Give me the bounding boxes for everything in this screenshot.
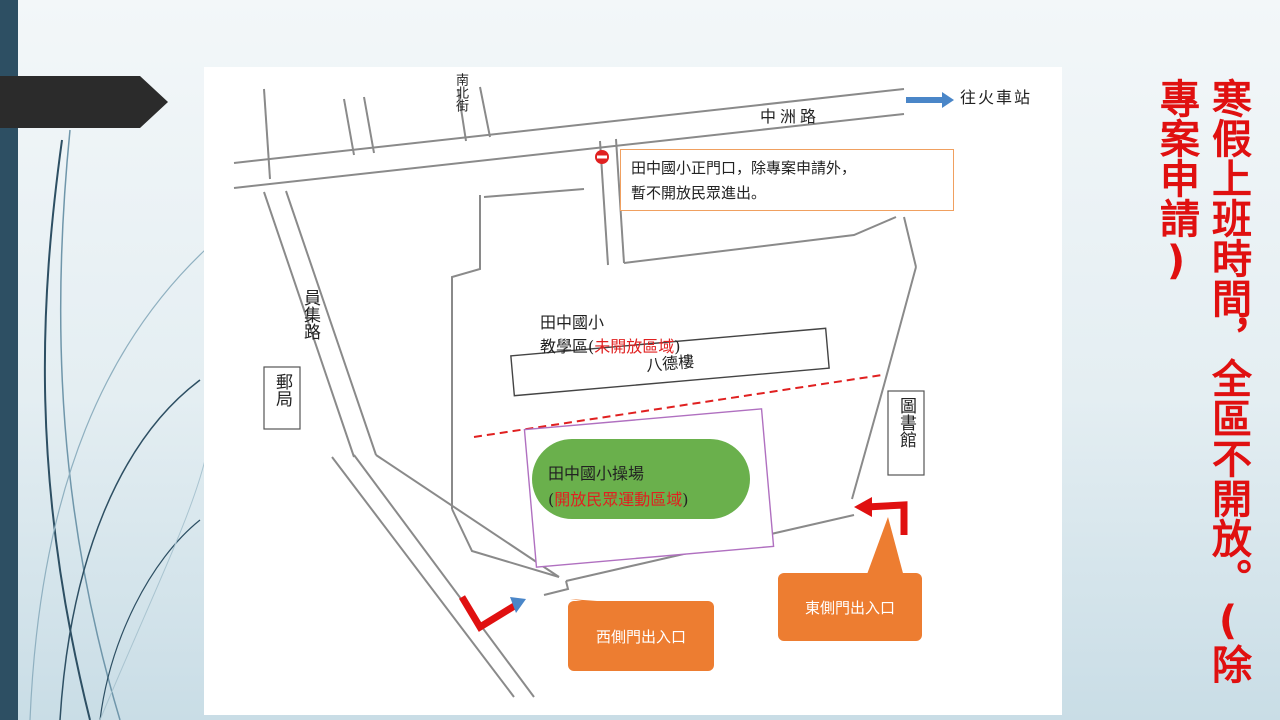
road-label-nanbei: 南北街 bbox=[453, 73, 468, 112]
playground-label: 田中國小操場 (開放民眾運動區域) bbox=[548, 461, 689, 513]
school-area-prefix: 教學區( bbox=[540, 337, 595, 356]
playground-status-suffix: ) bbox=[682, 490, 689, 509]
notice-line-2: 暫不開放民眾進出。 bbox=[631, 184, 767, 202]
road-label-yuanji: 員集路 bbox=[300, 289, 320, 340]
playground-oval bbox=[532, 439, 750, 519]
playground-open-text: 開放民眾運動區域 bbox=[554, 490, 683, 509]
playground-status: (開放民眾運動區域) bbox=[548, 487, 689, 513]
school-area-status: 教學區(未開放區域) bbox=[540, 335, 681, 359]
east-gate-callout: 東側門出入口 bbox=[804, 598, 895, 617]
notice-line-1: 田中國小正門口，除專案申請外， bbox=[631, 159, 857, 177]
to-station-label: 往火車站 bbox=[960, 88, 1033, 107]
sidebar-accent-bar bbox=[0, 0, 18, 720]
road-label-zhongzhou: 中洲路 bbox=[760, 107, 821, 126]
closure-notice-title: 寒假上班時間，全區不開放。(除專案申請) bbox=[1153, 78, 1251, 684]
slide-tab-marker bbox=[0, 76, 168, 128]
west-gate-callout: 西側門出入口 bbox=[595, 627, 686, 646]
library-label: 圖書館 bbox=[896, 397, 916, 448]
playground-name: 田中國小操場 bbox=[548, 464, 645, 483]
post-office-label: 郵局 bbox=[272, 373, 292, 407]
main-gate-notice: 田中國小正門口，除專案申請外， 暫不開放民眾進出。 bbox=[620, 149, 954, 211]
school-area-closed-text: 未開放區域 bbox=[594, 337, 675, 356]
school-area-suffix: ) bbox=[674, 337, 681, 356]
school-teaching-area-label: 田中國小 教學區(未開放區域) bbox=[540, 311, 681, 359]
playground-status-prefix: ( bbox=[548, 490, 555, 509]
campus-map: 南北街 中洲路 往火車站 員集路 郵局 圖書館 田中國小正門口，除專案申請外， … bbox=[204, 67, 1062, 715]
decorative-curves bbox=[29, 129, 206, 720]
school-name: 田中國小 bbox=[540, 313, 605, 332]
